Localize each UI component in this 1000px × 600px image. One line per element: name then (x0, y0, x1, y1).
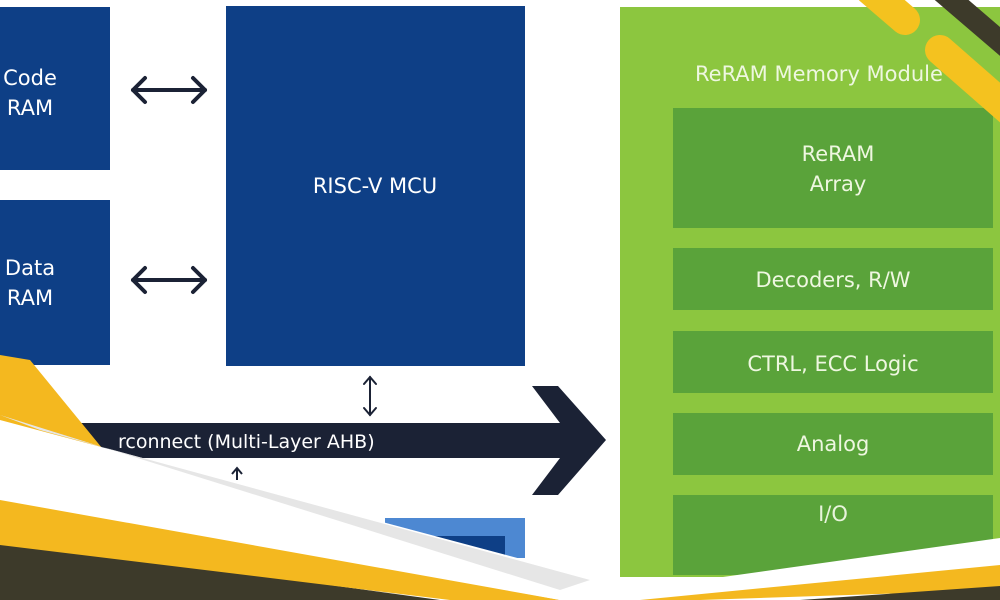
data-ram-block: Data RAM (0, 200, 110, 365)
reram-module-title: ReRAM Memory Module (695, 62, 943, 86)
decorative-stripes-top (858, 0, 1000, 123)
reram-array-block (673, 108, 993, 228)
mcu-block: RISC-V MCU (226, 6, 525, 366)
bus-arrow: rconnect (Multi-Layer AHB) (0, 386, 606, 495)
double-arrow-icon (131, 76, 207, 104)
analog-block (673, 413, 993, 475)
vertical-arrow-icon (363, 375, 377, 417)
code-ram-label-2: RAM (7, 96, 53, 120)
mcu-label: RISC-V MCU (313, 174, 437, 198)
double-arrow-icon (131, 266, 207, 294)
data-ram-label-2: RAM (7, 286, 53, 310)
code-ram-label-1: Code (3, 66, 57, 90)
data-ram-label-1: Data (5, 256, 55, 280)
decoders-block (673, 248, 993, 310)
up-arrow-icon (231, 466, 243, 480)
bus-label: rconnect (Multi-Layer AHB) (118, 431, 375, 453)
reram-array-label-2: Array (810, 172, 867, 196)
io-label: I/O (818, 502, 848, 526)
ctrl-ecc-block (673, 331, 993, 393)
ctrl-ecc-label: CTRL, ECC Logic (747, 352, 918, 376)
reram-memory-module: ReRAM Memory Module ReRAM Array Decoders… (620, 7, 1000, 577)
analog-label: Analog (797, 432, 870, 456)
reram-array-label-1: ReRAM (802, 142, 875, 166)
code-ram-block: Code RAM (0, 7, 110, 170)
decoders-label: Decoders, R/W (755, 268, 910, 292)
decorative-stripes-bottom (0, 355, 1000, 600)
